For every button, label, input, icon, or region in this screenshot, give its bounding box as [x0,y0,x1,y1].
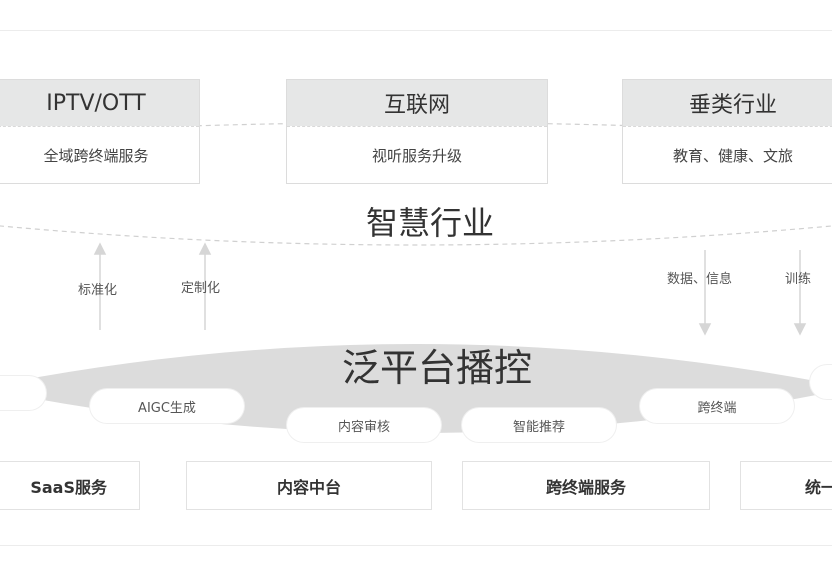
capability-pill-recommend: 智能推荐 [462,408,616,442]
service-label: 跨终端服务 [545,477,626,497]
industry-subtitle: 全域跨终端服务 [0,126,199,184]
service-box-content-middle: 内容中台 [186,461,432,510]
platform-title: 泛平台播控 [342,346,533,390]
service-box-saas: SaaS服务 [0,461,140,510]
arrow-label-data-info: 数据、信息 [667,272,733,287]
arrow-label-training: 训练 [785,272,812,287]
service-label: SaaS服务 [30,477,107,497]
arrow-data-info-head [698,323,712,336]
industry-subtitle: 视听服务升级 [287,126,547,184]
arrow-training-head [793,323,807,336]
capability-pill-aigc: AIGC生成 [90,389,244,423]
capability-pill-right-partial [810,365,832,399]
industry-box-iptv: IPTV/OTT 全域跨终端服务 [0,79,200,184]
arrow-standardization-head [93,242,107,255]
industry-box-vertical: 垂类行业 教育、健康、文旅 [622,79,832,184]
capability-pill-cross-terminal: 跨终端 [640,389,794,423]
industry-title: IPTV/OTT [0,80,199,126]
smart-industry-arc-bottom [0,225,832,246]
industry-title: 垂类行业 [623,80,832,126]
service-label: 统一 [805,477,832,497]
industry-subtitle: 教育、健康、文旅 [623,126,832,184]
service-box-cross-terminal: 跨终端服务 [462,461,710,510]
bottom-divider [0,545,832,546]
smart-industry-label: 智慧行业 [366,204,495,242]
capability-pill-left-partial [0,376,46,410]
arrow-label-standardization: 标准化 [78,283,118,298]
service-box-unified: 统一 [740,461,832,510]
industry-box-internet: 互联网 视听服务升级 [286,79,548,184]
industry-title: 互联网 [287,80,547,126]
arrow-customization-head [198,242,212,255]
top-divider [0,30,832,31]
arrow-label-customization: 定制化 [181,281,221,296]
capability-pill-review: 内容审核 [287,408,441,442]
service-label: 内容中台 [276,477,341,497]
